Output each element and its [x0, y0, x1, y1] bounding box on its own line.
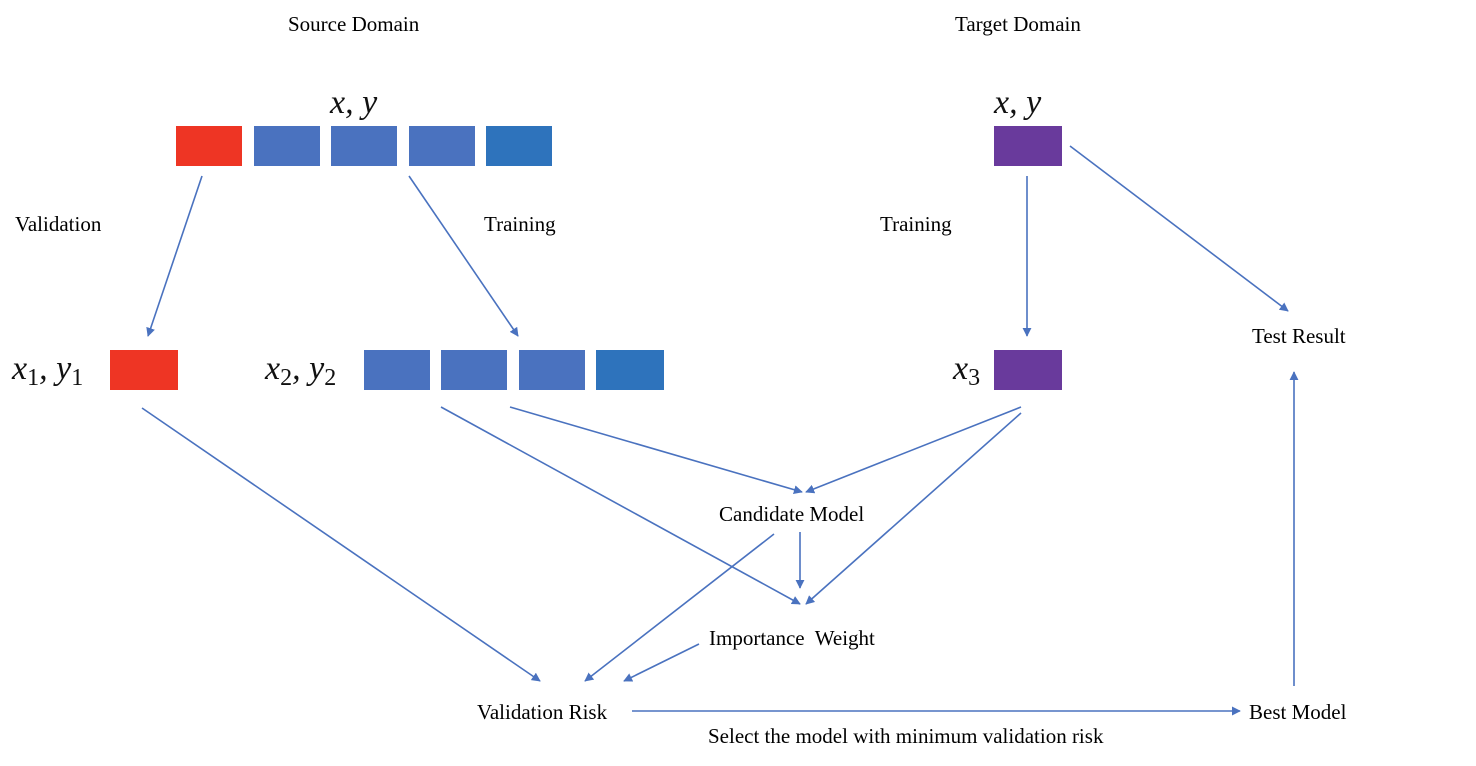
source-domain-title: Source Domain [288, 12, 420, 36]
arrow-x3-importance [805, 412, 1022, 605]
validation-risk-label: Validation Risk [477, 700, 608, 724]
arrow-training-split [408, 175, 519, 337]
training-source-label: Training [484, 212, 556, 236]
training-split-block-4 [596, 350, 664, 390]
test-result-label: Test Result [1252, 324, 1346, 348]
target-block [994, 126, 1062, 166]
target-xy-label: x, y [994, 84, 1042, 121]
x3-label: x3 [953, 350, 981, 391]
candidate-model-label: Candidate Model [719, 502, 865, 526]
target-domain-title: Target Domain [955, 12, 1081, 36]
arrow-validation-split [146, 175, 203, 337]
x1y1-label: x1, y1 [12, 350, 84, 391]
source-training-block-1 [254, 126, 320, 166]
importance-weight-label: Importance Weight [709, 626, 875, 650]
training-split-block-2 [441, 350, 507, 390]
training-split-block-3 [519, 350, 585, 390]
source-training-block-2 [331, 126, 397, 166]
arrow-x2-candidate-model [509, 406, 803, 495]
training-target-label: Training [880, 212, 952, 236]
best-model-label: Best Model [1249, 700, 1347, 724]
target-split-block [994, 350, 1062, 390]
training-split-block-1 [364, 350, 430, 390]
arrow-x3-candidate-model [805, 406, 1022, 494]
arrow-x1-validation-risk [141, 407, 541, 682]
source-training-block-3 [409, 126, 475, 166]
select-model-caption: Select the model with minimum validation… [708, 724, 1104, 748]
source-xy-label: x, y [330, 84, 378, 121]
validation-label: Validation [15, 212, 102, 236]
source-validation-block [176, 126, 242, 166]
source-training-block-4 [486, 126, 552, 166]
arrow-importance-validation-risk [623, 643, 700, 682]
arrow-candidate-validation-risk [584, 533, 775, 682]
validation-split-block [110, 350, 178, 390]
x2y2-label: x2, y2 [265, 350, 337, 391]
arrow-x2-importance [440, 406, 801, 605]
arrow-target-test-result [1069, 145, 1289, 312]
